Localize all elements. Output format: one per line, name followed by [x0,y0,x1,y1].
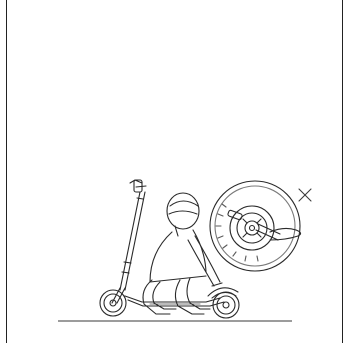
cross-mark-icon [299,189,311,201]
front-wheel [100,290,126,316]
person-torso [150,230,206,282]
scooter-deck [125,296,224,306]
person-head [167,193,199,236]
rear-wheel [213,292,239,318]
wheel-detail-callout [210,181,301,271]
steering-stem [120,192,145,290]
person-legs [143,278,210,314]
handlebar [130,180,146,192]
kneeling-person [143,193,222,314]
